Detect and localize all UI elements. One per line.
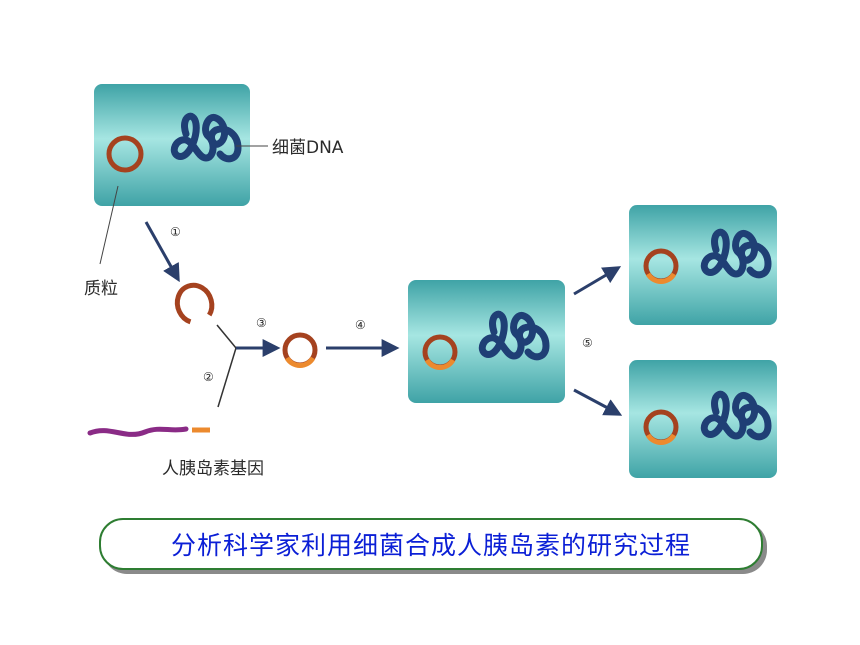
plasmid-leader — [99, 185, 119, 265]
step-1-arrow — [144, 221, 180, 283]
step-5-marker: ⑤ — [582, 336, 593, 350]
step-5-arrow-up — [573, 266, 622, 296]
bacterium-original — [94, 84, 250, 206]
recombinant-plasmid — [282, 332, 318, 369]
step-5-arrow-down — [573, 388, 623, 416]
bacterial-dna-label: 细菌DNA — [272, 138, 344, 158]
plasmid-label: 质粒 — [84, 279, 118, 299]
plasmid-ring-original — [106, 135, 144, 173]
join-line-bottom — [217, 347, 237, 408]
caption-text: 分析科学家利用细菌合成人胰岛素的研究过程 — [170, 531, 691, 560]
bacterium-transformed — [408, 280, 565, 403]
step-4-marker: ④ — [355, 318, 366, 332]
caption-box: 分析科学家利用细菌合成人胰岛素的研究过程 — [99, 518, 763, 570]
step-2-marker: ② — [203, 370, 214, 384]
bacterium-daughter-top — [629, 205, 777, 325]
step-3-marker: ③ — [256, 316, 267, 330]
step-1-marker: ① — [170, 225, 181, 239]
insulin-gene-label: 人胰岛素基因 — [162, 459, 264, 479]
insulin-gene-strand — [87, 426, 189, 437]
extracted-plasmid-open — [174, 282, 215, 325]
join-line-top — [216, 324, 237, 349]
bacterium-daughter-bottom — [629, 360, 777, 478]
